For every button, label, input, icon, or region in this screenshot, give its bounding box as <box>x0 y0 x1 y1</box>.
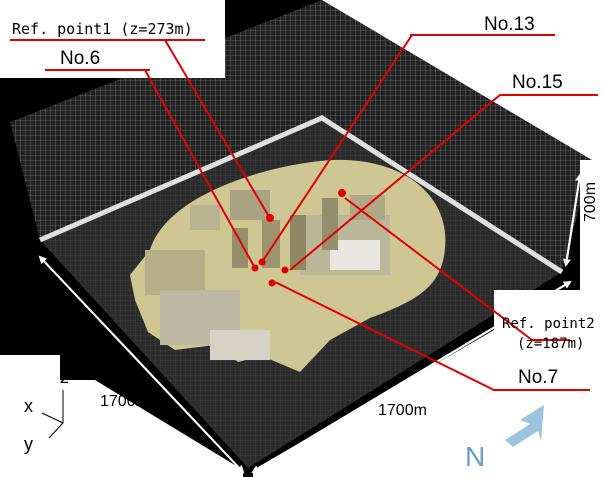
compass-arrow-icon <box>505 405 544 447</box>
label-ref-point2: Ref. point2 <box>502 316 595 332</box>
label-ref-point2-z: (z=187m) <box>517 336 584 352</box>
label-underlines <box>10 34 598 391</box>
axis-label-x: x <box>24 396 33 416</box>
dim-label-height: 700m <box>582 182 599 222</box>
label-no6: No.6 <box>60 48 100 69</box>
back-wall-left-grid <box>10 0 322 240</box>
dim-arrow-height-rev <box>565 173 584 266</box>
label-no7: No.7 <box>518 367 558 388</box>
dim-label-left: 1700m <box>100 393 149 410</box>
marker-ref-point2 <box>338 189 346 197</box>
axes-glyph-outline <box>41 390 64 439</box>
marker-no7 <box>268 279 276 287</box>
dim-label-right: 1700m <box>378 402 427 419</box>
marker-ref-point1 <box>266 214 274 222</box>
floor-back-edge <box>39 115 564 275</box>
label-no13: No.13 <box>484 14 535 35</box>
dim-arrow-left-rev <box>38 255 244 473</box>
marker-no6 <box>251 264 259 272</box>
label-ref-point1: Ref. point1 (z=273m) <box>12 20 193 38</box>
marker-no13 <box>258 258 266 266</box>
axis-label-y: y <box>24 434 33 454</box>
marker-no15 <box>281 266 289 274</box>
compass-label: N <box>465 441 485 472</box>
markers <box>251 189 346 287</box>
label-panel-bottom-left <box>60 380 243 477</box>
label-panel-height <box>580 160 603 290</box>
label-no15: No.15 <box>512 72 563 93</box>
axes-panel <box>0 355 60 477</box>
city-buildings <box>145 190 390 360</box>
axis-label-z: z <box>60 367 69 387</box>
label-panel-top-right <box>322 0 603 160</box>
label-panel-right <box>494 290 603 400</box>
